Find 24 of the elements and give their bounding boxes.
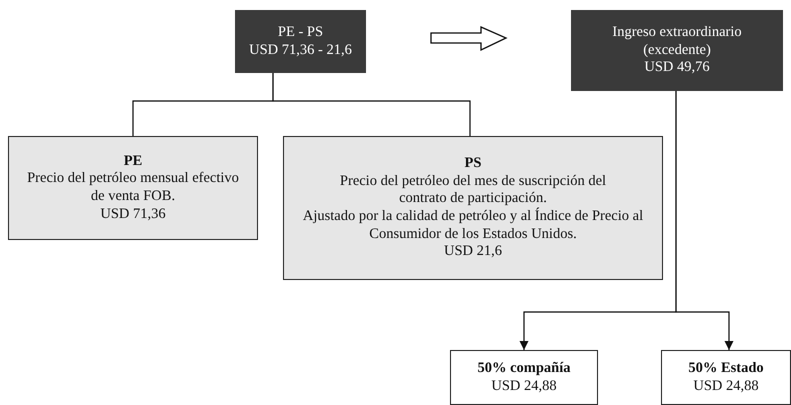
info-box — [8, 136, 258, 240]
result-box — [450, 350, 598, 405]
block-arrow — [430, 26, 508, 52]
box-text: USD 24,88 — [693, 378, 759, 396]
box-heading: 50% Estado — [688, 360, 764, 378]
box-heading: PE - PS — [278, 24, 324, 42]
box-text: Precio del petróleo mensual efectivo de venta FOB. — [26, 170, 240, 206]
box-text: USD 49,76 — [644, 59, 710, 78]
connector-line — [272, 73, 471, 136]
box-text: Ajustado por la calidad de petróleo y al Índice de Precio al Consumidor de los Estados Unidos. — [302, 208, 644, 244]
box-text: USD 24,88 — [491, 378, 557, 396]
box-text: Precio del petróleo del mes de suscripción del contrato de participación. — [338, 172, 608, 208]
box-text: USD 21,6 — [444, 243, 502, 262]
info-box — [283, 136, 663, 280]
box-text: USD 71,36 - 21,6 — [249, 42, 352, 60]
dark-box — [571, 10, 783, 91]
box-text: USD 71,36 — [100, 206, 166, 224]
box-heading: 50% compañía — [477, 360, 571, 378]
dark-box — [235, 10, 366, 73]
box-heading: PE — [124, 152, 142, 170]
arrow — [675, 91, 734, 350]
box-heading: PS — [464, 154, 482, 173]
result-box — [661, 350, 791, 405]
box-heading: Ingreso extraordinario (excedente) — [611, 24, 743, 60]
